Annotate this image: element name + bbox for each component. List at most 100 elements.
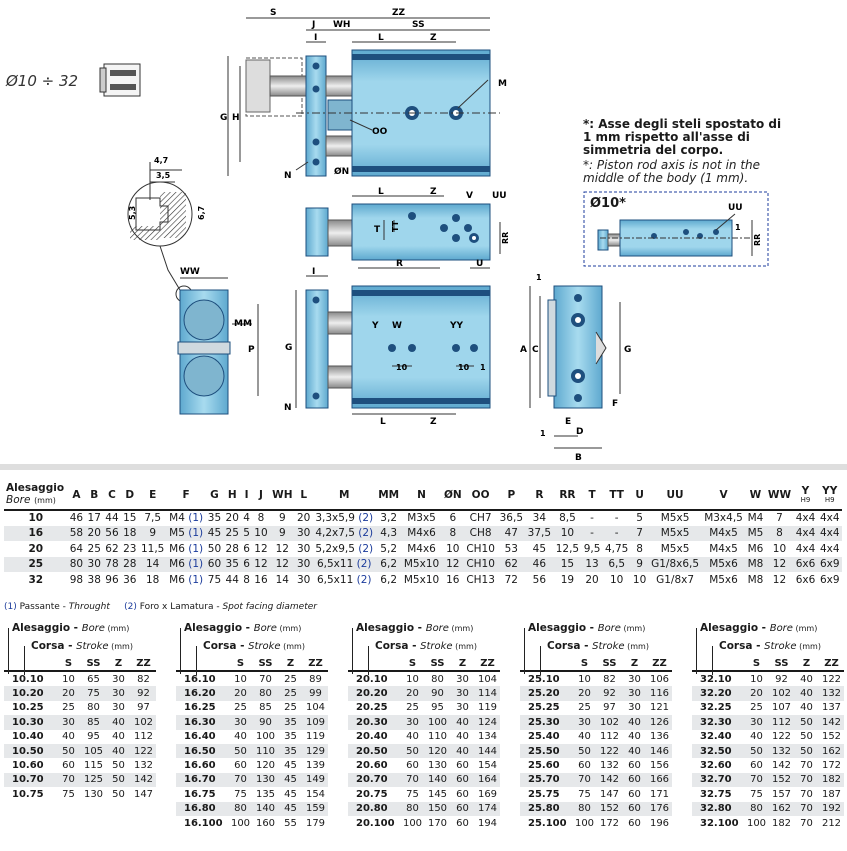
stroke-code: 16.10 bbox=[184, 673, 216, 685]
stroke-value: 152 bbox=[599, 803, 620, 815]
stroke-value: 50 bbox=[406, 745, 419, 757]
col-header-h: H bbox=[223, 480, 242, 511]
stroke-code: 20.40 bbox=[356, 731, 388, 743]
stroke-value: 25 bbox=[234, 702, 247, 714]
stroke-value: 125 bbox=[83, 774, 104, 786]
stroke-value: 45 bbox=[284, 803, 297, 815]
stroke-code: 16.20 bbox=[184, 688, 216, 700]
end-view-right: A C G E D B F 1 1 bbox=[520, 273, 631, 463]
cell-wh: 14 bbox=[275, 573, 289, 586]
cell-n: M4x6 bbox=[401, 525, 442, 541]
cell-uu: G1/8x6,5 bbox=[648, 556, 702, 572]
cell-ww: 8 bbox=[765, 525, 794, 541]
stroke-value: 70 bbox=[62, 774, 75, 786]
stroke-value: 60 bbox=[628, 774, 641, 786]
stroke-value: 95 bbox=[87, 731, 100, 743]
dim-a: A bbox=[520, 345, 527, 355]
cell-p: 47 bbox=[497, 525, 526, 541]
stroke-value: 75 bbox=[750, 788, 763, 800]
cell-u: 7 bbox=[630, 525, 649, 541]
stroke-value: 60 bbox=[456, 760, 469, 772]
stroke-value: 82 bbox=[603, 673, 616, 685]
stroke-value: 102 bbox=[599, 716, 620, 728]
cell-w: M4 bbox=[747, 512, 764, 525]
stroke-value: 30 bbox=[628, 688, 641, 700]
stroke-value: 25 bbox=[284, 673, 297, 685]
dim-z-bottom: Z bbox=[430, 417, 437, 427]
cell-y: 6x6 bbox=[793, 556, 818, 572]
stroke-value: 30 bbox=[112, 673, 125, 685]
stroke-col-s: S bbox=[580, 658, 589, 669]
stroke-code: 32.100 bbox=[700, 817, 739, 829]
col-header-v: V bbox=[701, 480, 746, 511]
cell-e: 7,5 bbox=[144, 512, 162, 525]
stroke-value: 122 bbox=[821, 673, 842, 685]
col-header-u: U bbox=[630, 480, 649, 511]
cell-rr: 15 bbox=[553, 556, 582, 572]
cell-g: 50 bbox=[207, 542, 222, 555]
stroke-value: 137 bbox=[821, 702, 842, 714]
dim-h: H bbox=[232, 113, 240, 123]
cell-h: 28 bbox=[225, 542, 239, 555]
cell-b: 38 bbox=[87, 573, 101, 586]
dim-i-bottom: I bbox=[312, 267, 315, 277]
stroke-value: 25 bbox=[284, 688, 297, 700]
stroke-value: 90 bbox=[431, 688, 444, 700]
stroke-value: 100 bbox=[427, 716, 448, 728]
cell-b: 30 bbox=[85, 556, 104, 572]
cell-h: 44 bbox=[225, 573, 239, 586]
stroke-code: 20.50 bbox=[356, 745, 388, 757]
cell-mm: 4,3 bbox=[375, 525, 402, 541]
dim-b: B bbox=[575, 453, 582, 463]
stroke-value: 30 bbox=[578, 716, 591, 728]
stroke-value: 30 bbox=[112, 688, 125, 700]
dim-l: L bbox=[378, 33, 384, 43]
stroke-value: 119 bbox=[305, 731, 326, 743]
stroke-col-ss: SS bbox=[86, 658, 101, 669]
stroke-value: 112 bbox=[771, 716, 792, 728]
cell-tt: 6,5 bbox=[602, 556, 631, 572]
stroke-table-bore-header: Alesaggio - Bore (mm) bbox=[692, 622, 844, 674]
stroke-value: 106 bbox=[649, 673, 670, 685]
dim-oo: OO bbox=[372, 127, 388, 137]
col-header-b: B bbox=[85, 480, 104, 511]
stroke-table-bore-header: Alesaggio - Bore (mm) bbox=[520, 622, 672, 674]
cell-y: 4x4 bbox=[795, 542, 816, 555]
stroke-value: 116 bbox=[649, 688, 670, 700]
bore-range-label: Ø10 ÷ 32 bbox=[6, 72, 79, 90]
cell-v: M5x6 bbox=[701, 556, 746, 572]
cell-p: 53 bbox=[504, 542, 518, 555]
stroke-value: 75 bbox=[578, 788, 591, 800]
stroke-value: 50 bbox=[112, 760, 125, 772]
stroke-value: 120 bbox=[255, 760, 276, 772]
cell-ww: 12 bbox=[772, 573, 787, 586]
stroke-value: 112 bbox=[133, 731, 154, 743]
stroke-col-ss: SS bbox=[258, 658, 273, 669]
dim-m: M bbox=[498, 79, 507, 89]
cell-v: M4x5 bbox=[709, 542, 738, 555]
dim-s: S bbox=[270, 8, 276, 18]
cell-g: 35 bbox=[207, 512, 222, 525]
stroke-value: 50 bbox=[800, 731, 813, 743]
stroke-value: 102 bbox=[771, 688, 792, 700]
dim-g: G bbox=[220, 113, 227, 123]
stroke-col-ss: SS bbox=[430, 658, 445, 669]
cell-rr: 10 bbox=[553, 525, 582, 541]
stroke-value: 119 bbox=[477, 702, 498, 714]
cell-j: 12 bbox=[254, 542, 268, 555]
stroke-value: 110 bbox=[427, 731, 448, 743]
cell-yy: 6x9 bbox=[817, 556, 842, 572]
stroke-value: 50 bbox=[800, 716, 813, 728]
